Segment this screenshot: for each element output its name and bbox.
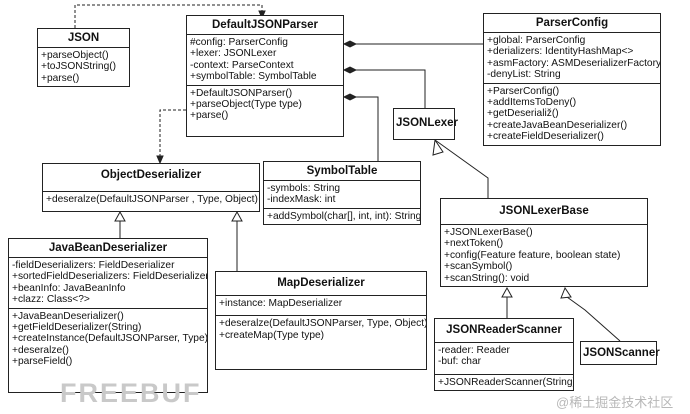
methods-section: +deseralze(DefaultJSONParser, Type, Obje… [216, 315, 426, 369]
parser-lexer-composition [356, 69, 426, 108]
method: +addSymbol(char[], int, int): String [267, 210, 420, 222]
method: +parseObject(Type type) [190, 99, 302, 111]
method: +DefaultJSONParser() [190, 87, 293, 99]
parser-symboltable-composition [356, 96, 379, 161]
json-parser-dependency [74, 4, 263, 28]
method: +ParserConfig() [487, 85, 560, 97]
fields-section: +instance: MapDeserializer [216, 296, 426, 315]
class-json-lexer[interactable]: JSONLexer [393, 108, 459, 140]
json-dependency-arrowhead [258, 10, 266, 20]
method: +deseralze(DefaultJSONParser, Type, Obje… [219, 318, 426, 330]
method: +parse() [41, 72, 80, 84]
field: +global: ParserConfig [487, 35, 586, 46]
class-name: JSONReaderScanner [435, 319, 573, 343]
symboltable-composition-diamond [342, 93, 358, 101]
watermark-juejin: @稀土掘金技术社区 [556, 395, 674, 410]
method: +addItemsToDeny() [487, 97, 577, 109]
class-name: JSONLexer [396, 117, 459, 129]
field: -buf: char [438, 356, 482, 368]
method: +JSONReaderScanner(String) [438, 376, 573, 388]
lexer-composition-diamond [342, 66, 358, 74]
class-default-json-parser[interactable]: DefaultJSONParser #config: ParserConfig … [186, 15, 344, 137]
object-dependency-arrowhead [156, 155, 164, 165]
method: +createMap(Type type) [219, 329, 325, 341]
method: +toJSONString() [41, 61, 117, 73]
fields-section: -reader: Reader -buf: char [435, 343, 573, 374]
class-json-reader-scanner[interactable]: JSONReaderScanner -reader: Reader -buf: … [434, 318, 574, 392]
methods-section: +JSONReaderScanner(String) [435, 373, 573, 390]
scanner-lexerbase-generalization [566, 296, 621, 342]
watermark-freebuf: FREEBUF [60, 378, 202, 408]
class-object-deserializer[interactable]: ObjectDeserializer +deseralze(DefaultJSO… [42, 163, 260, 212]
field: -fieldDeserializers: FieldDeserializer [12, 260, 175, 271]
field: -symbols: String [267, 183, 341, 194]
field: +instance: MapDeserializer [219, 298, 343, 309]
class-name: JSONScanner [583, 347, 660, 359]
field: +symbolTable: SymbolTable [190, 71, 317, 83]
field: -context: ParseContext [190, 59, 294, 71]
method: +scanString(): void [444, 272, 530, 284]
class-name: SymbolTable [264, 162, 420, 181]
field: -reader: Reader [438, 345, 510, 356]
class-java-bean-deserializer[interactable]: JavaBeanDeserializer -fieldDeserializers… [8, 238, 208, 393]
field: +asmFactory: ASMDeserializerFactory [487, 57, 660, 69]
fields-section: -symbols: String -indexMask: int [264, 181, 420, 208]
method: +getDeserialiž() [487, 108, 559, 120]
method: +createFieldDeserializer() [487, 131, 604, 143]
class-name: JSONLexerBase [441, 199, 647, 225]
fields-section: +global: ParserConfig +derializers: Iden… [484, 33, 660, 83]
class-json[interactable]: JSON +parseObject() +toJSONString() +par… [37, 28, 130, 88]
method: +createInstance(DefaultJSONParser, Type) [12, 333, 207, 345]
method: +createJavaBeanDeserializer() [487, 119, 628, 131]
class-name: JSON [38, 29, 129, 48]
method: +getFieldDeserializer(String) [12, 322, 142, 334]
methods-section: +JSONLexerBase() +nextToken() +config(Fe… [441, 225, 647, 286]
object-generalization-arrowhead-right [231, 210, 243, 222]
field: #config: ParserConfig [190, 37, 288, 48]
class-symbol-table[interactable]: SymbolTable -symbols: String -indexMask:… [263, 161, 421, 226]
method: +JSONLexerBase() [444, 227, 533, 238]
class-name: MapDeserializer [216, 272, 426, 296]
methods-section: +addSymbol(char[], int, int): String [264, 207, 420, 224]
method: +scanSymbol() [444, 261, 513, 273]
class-name: ParserConfig [484, 14, 660, 33]
field: +sortedFieldDeserializers: FieldDeserial… [12, 271, 207, 283]
methods-section: +ParserConfig() +addItemsToDeny() +getDe… [484, 82, 660, 145]
class-parser-config[interactable]: ParserConfig +global: ParserConfig +deri… [483, 13, 661, 146]
field: -denyList: String [487, 69, 561, 81]
method: +parse() [190, 110, 229, 122]
field: +clazz: Class<?> [12, 294, 90, 306]
method: +deseralze(DefaultJSONParser , Type, Obj… [46, 194, 258, 205]
methods-section: +deseralze(DefaultJSONParser , Type, Obj… [43, 192, 259, 207]
config-composition-diamond [342, 40, 358, 48]
fields-section: #config: ParserConfig +lexer: JSONLexer … [187, 35, 343, 85]
class-json-lexer-base[interactable]: JSONLexerBase +JSONLexerBase() +nextToke… [440, 198, 648, 288]
class-name: DefaultJSONParser [187, 16, 343, 35]
methods-section: +DefaultJSONParser() +parseObject(Type t… [187, 84, 343, 136]
method: +nextToken() [444, 238, 504, 250]
lexerbase-generalization-arrowhead-right [560, 286, 572, 299]
fields-section: -fieldDeserializers: FieldDeserializer +… [9, 258, 207, 308]
class-json-scanner[interactable]: JSONScanner [580, 341, 660, 365]
parser-deserializer-dependency [159, 109, 186, 160]
field: +beanInfo: JavaBeanInfo [12, 282, 126, 294]
lexerbase-lexer-generalization [434, 139, 489, 198]
field: +derializers: IdentityHashMap<> [487, 46, 634, 58]
field: -indexMask: int [267, 194, 336, 206]
method: +deseralze() [12, 344, 69, 356]
methods-section: +parseObject() +toJSONString() +parse() [38, 48, 129, 86]
method: +JavaBeanDeserializer() [12, 310, 124, 322]
method: +parseField() [12, 356, 73, 368]
object-generalization-arrowhead-left [114, 210, 126, 222]
method: +config(Feature feature, boolean state) [444, 249, 621, 261]
method: +parseObject() [41, 50, 109, 61]
class-map-deserializer[interactable]: MapDeserializer +instance: MapDeserializ… [215, 271, 427, 371]
methods-section: +JavaBeanDeserializer() +getFieldDeseria… [9, 307, 207, 392]
field: +lexer: JSONLexer [190, 48, 277, 60]
class-name: ObjectDeserializer [43, 164, 259, 192]
lexerbase-generalization-arrowhead-left [501, 286, 513, 298]
lexer-generalization-arrowhead [432, 138, 444, 156]
class-name: JavaBeanDeserializer [9, 239, 207, 258]
